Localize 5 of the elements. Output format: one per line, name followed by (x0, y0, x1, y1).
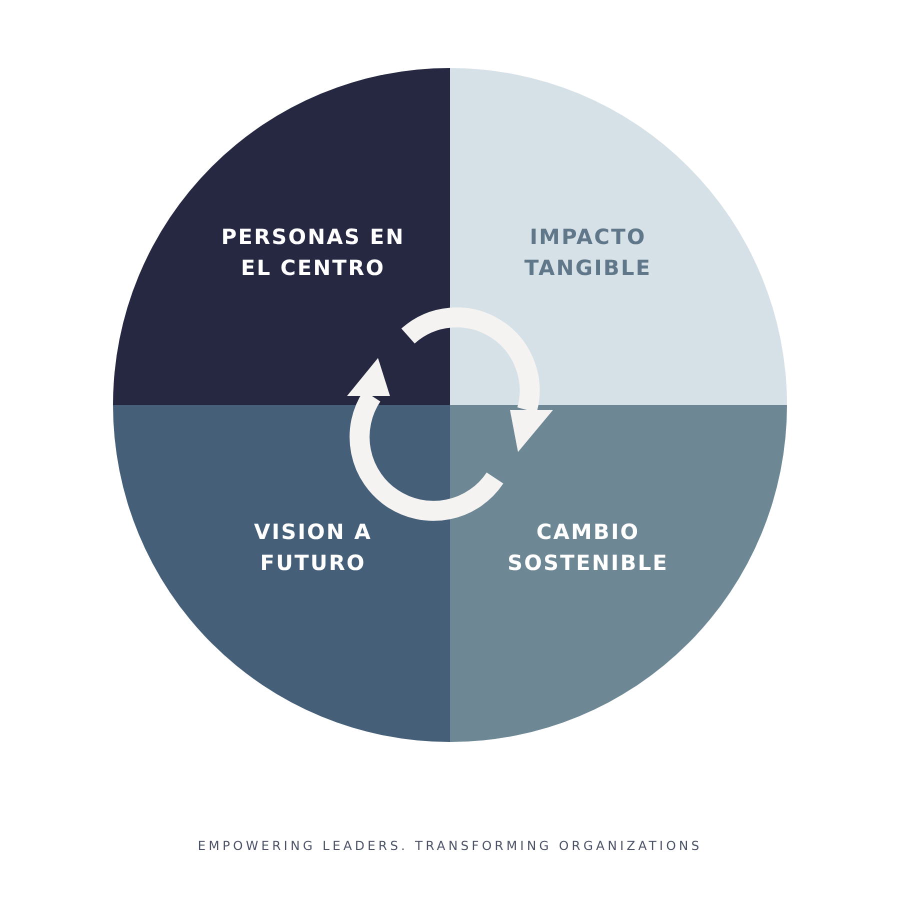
segment-label: IMPACTO TANGIBLE (523, 224, 653, 282)
caption: EMPOWERING LEADERS. TRANSFORMING ORGANIZATIONS (196, 838, 704, 853)
segment-label: VISION A FUTURO (253, 519, 373, 577)
segment-label: PERSONAS EN EL CENTRO (220, 224, 406, 282)
segment-label: CAMBIO SOSTENIBLE (506, 519, 670, 577)
